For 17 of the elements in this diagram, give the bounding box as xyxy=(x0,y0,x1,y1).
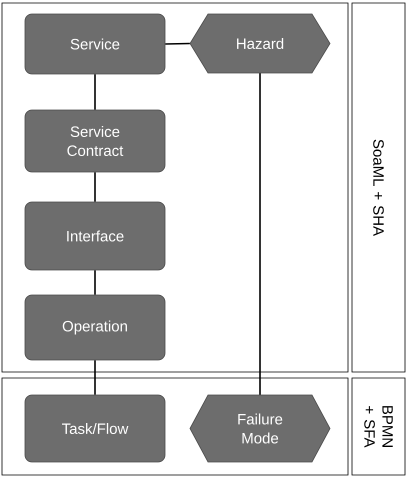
hexagon-box: Failure Mode xyxy=(190,394,330,462)
process-box: Operation xyxy=(24,294,166,360)
process-box: Task/Flow xyxy=(24,394,166,462)
connector-line xyxy=(259,73,261,395)
process-box: Service xyxy=(24,14,166,74)
hexagon-box: Hazard xyxy=(190,14,330,74)
connector-line xyxy=(165,42,190,45)
side-label-band: BPMN + SFA xyxy=(352,378,406,476)
connector-line xyxy=(94,360,96,395)
connector-line xyxy=(94,74,96,110)
frame-box xyxy=(2,2,348,372)
process-box: Interface xyxy=(24,202,166,270)
side-label-band: SoaML + SHA xyxy=(352,2,406,372)
process-box: Service Contract xyxy=(24,110,166,172)
frame-box xyxy=(2,378,348,476)
connector-line xyxy=(94,172,96,202)
connector-line xyxy=(94,270,96,295)
